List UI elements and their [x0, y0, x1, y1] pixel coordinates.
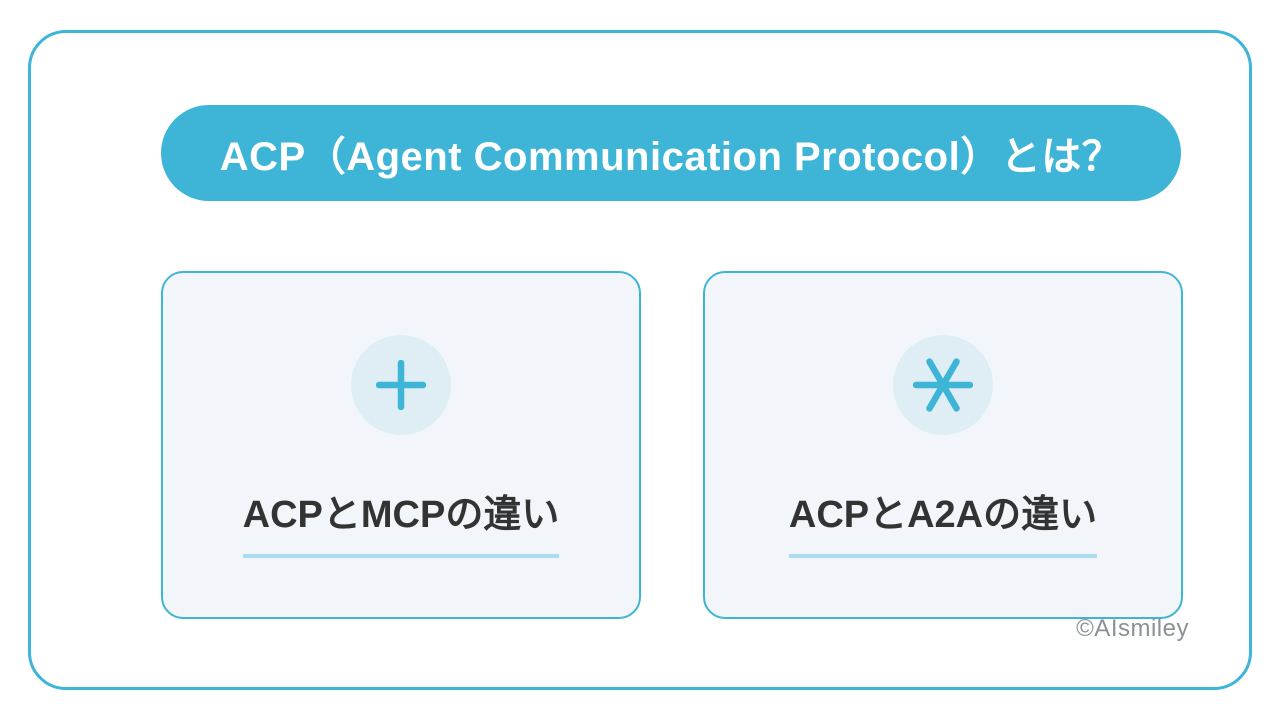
asterisk-icon — [893, 335, 993, 435]
card-label: ACPとMCPの違い — [242, 483, 560, 558]
copyright-text: ©AIsmiley — [1076, 615, 1189, 642]
topic-cards: ACPとMCPの違い ACPとA2Aの違い — [161, 271, 1183, 619]
page-title: ACP（Agent Communication Protocol）とは？ — [219, 135, 1123, 179]
card-acp-vs-a2a[interactable]: ACPとA2Aの違い — [703, 271, 1183, 619]
card-acp-vs-mcp[interactable]: ACPとMCPの違い — [161, 271, 641, 619]
outer-frame: ACP（Agent Communication Protocol）とは？ ACP… — [28, 30, 1252, 690]
title-banner: ACP（Agent Communication Protocol）とは？ — [161, 105, 1181, 201]
plus-icon — [351, 335, 451, 435]
card-label: ACPとA2Aの違い — [788, 483, 1098, 558]
